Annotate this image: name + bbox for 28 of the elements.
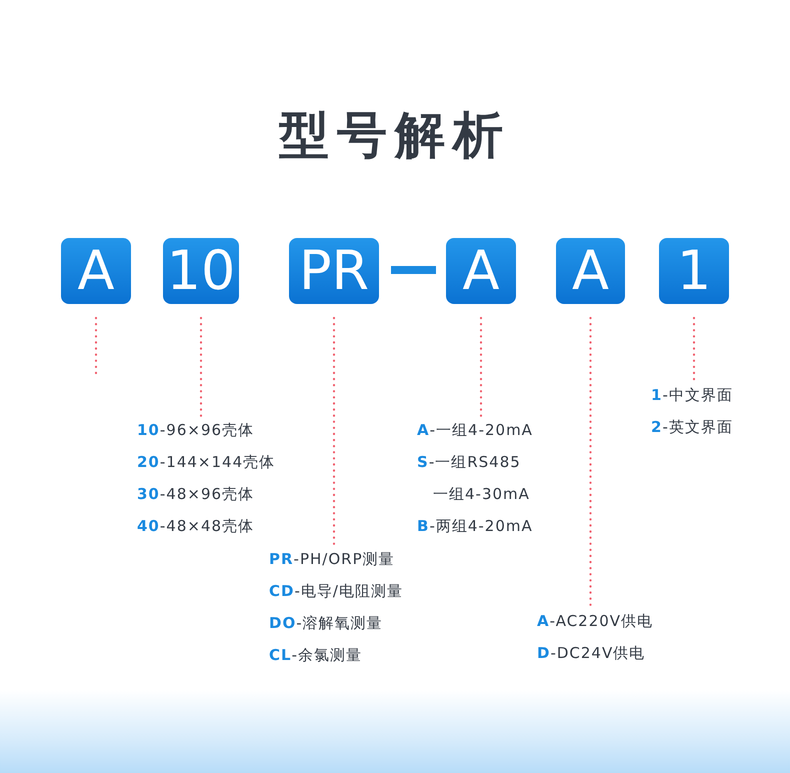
leader-line xyxy=(589,316,592,608)
option-text: 2-英文界面 xyxy=(651,417,733,438)
option-text: 20-144×144壳体 xyxy=(137,452,276,473)
option-text: A-一组4-20mA xyxy=(417,420,533,441)
option-text: CL-余氯测量 xyxy=(269,645,363,666)
option-text: D-DC24V供电 xyxy=(537,643,646,664)
option-text: DO-溶解氧测量 xyxy=(269,613,384,634)
option-text: B-两组4-20mA xyxy=(417,516,533,537)
code-box: 1 xyxy=(659,238,729,304)
option-text: 一组4-30mA xyxy=(432,484,531,505)
option-text: 10-96×96壳体 xyxy=(137,420,256,441)
leader-line xyxy=(200,316,202,418)
code-box: A xyxy=(61,238,131,304)
option-text: 30-48×96壳体 xyxy=(137,484,256,505)
option-text: PR-PH/ORP测量 xyxy=(269,549,396,570)
code-box: A xyxy=(556,238,625,304)
option-text: S-一组RS485 xyxy=(417,452,522,473)
leader-line xyxy=(332,316,336,546)
option-text: 1-中文界面 xyxy=(651,385,733,406)
option-text: A-AC220V供电 xyxy=(537,611,654,632)
title: 型号解析 xyxy=(278,105,512,166)
code-box: A xyxy=(446,238,516,304)
option-text: CD-电导/电阻测量 xyxy=(269,581,403,602)
code-box: 10 xyxy=(163,238,239,304)
option-text: 40-48×48壳体 xyxy=(137,516,256,537)
leader-line xyxy=(692,316,696,382)
leader-line xyxy=(480,316,482,418)
code-box: PR xyxy=(289,238,379,304)
